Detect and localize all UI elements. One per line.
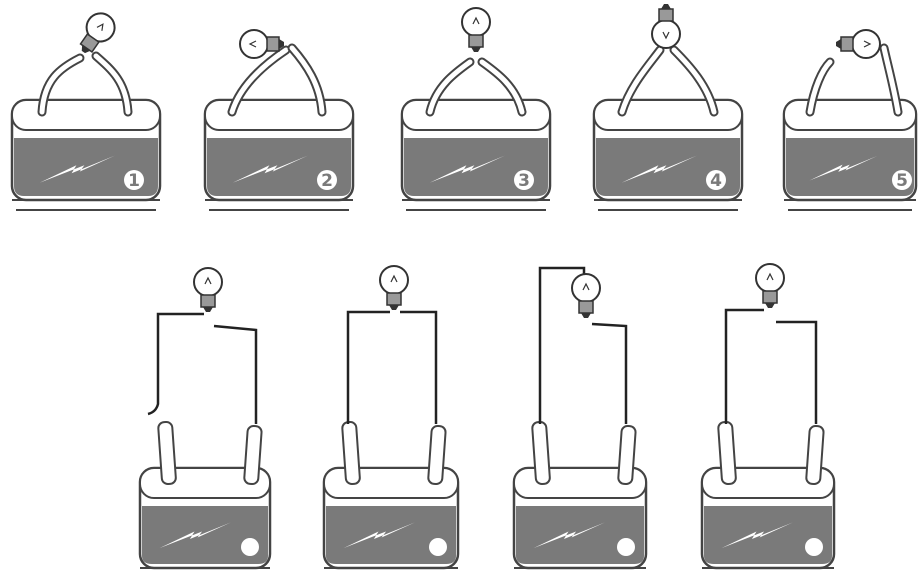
battery-label: 5: [896, 171, 908, 191]
bulb-icon: [461, 7, 491, 52]
wire: [213, 324, 258, 424]
battery-terminal-left: [531, 420, 551, 486]
battery-body: [700, 466, 836, 570]
top-battery-4: 4: [592, 4, 744, 211]
bottom-circuit-4: [700, 263, 836, 570]
wire: [147, 312, 204, 416]
battery-terminal-right: [427, 424, 447, 486]
battery-terminal-left: [157, 420, 177, 486]
wire: [400, 310, 438, 424]
wire: [538, 266, 586, 424]
wire: [346, 310, 390, 424]
battery-label: 2: [321, 171, 333, 191]
battery-label: 3: [518, 171, 530, 191]
battery-label: 4: [710, 171, 722, 191]
top-battery-2: 2: [203, 29, 355, 211]
battery-label-badge: [892, 170, 912, 190]
wire: [724, 308, 764, 424]
battery-body: [203, 98, 355, 211]
battery-body: [592, 98, 744, 211]
battery-body: [322, 466, 460, 570]
top-battery-5: 5: [782, 29, 918, 211]
bulb-icon: [379, 265, 409, 310]
top-battery-1: 1: [10, 12, 162, 211]
battery-body: [400, 98, 552, 211]
battery-label-badge: [514, 170, 534, 190]
bulb-icon: [193, 267, 223, 312]
bulb-icon: [571, 273, 601, 318]
bulb-icon: [755, 263, 785, 308]
battery-terminal-left: [717, 420, 737, 486]
battery-body: [10, 98, 162, 211]
battery-terminal-right: [243, 424, 263, 486]
battery-blank-badge: [617, 538, 635, 556]
battery-label-badge: [317, 170, 337, 190]
wire: [776, 320, 818, 424]
bottom-circuit-1: [138, 267, 272, 570]
battery-terminal-left: [341, 420, 361, 486]
battery-label: 1: [128, 171, 140, 191]
battery-blank-badge: [241, 538, 259, 556]
top-battery-3: 3: [400, 7, 552, 211]
battery-terminal-right: [805, 424, 825, 486]
bottom-circuit-2: [322, 265, 460, 570]
battery-label-badge: [124, 170, 144, 190]
bulb-icon: [651, 4, 681, 49]
bulb-icon: [836, 29, 881, 59]
battery-blank-badge: [429, 538, 447, 556]
bulb-icon: [79, 12, 116, 54]
battery-label-badge: [706, 170, 726, 190]
bulb-icon: [239, 29, 284, 59]
wire: [591, 322, 628, 424]
battery-terminal-right: [617, 424, 637, 486]
battery-blank-badge: [805, 538, 823, 556]
bottom-circuit-3: [512, 266, 648, 570]
battery-body: [782, 98, 918, 211]
